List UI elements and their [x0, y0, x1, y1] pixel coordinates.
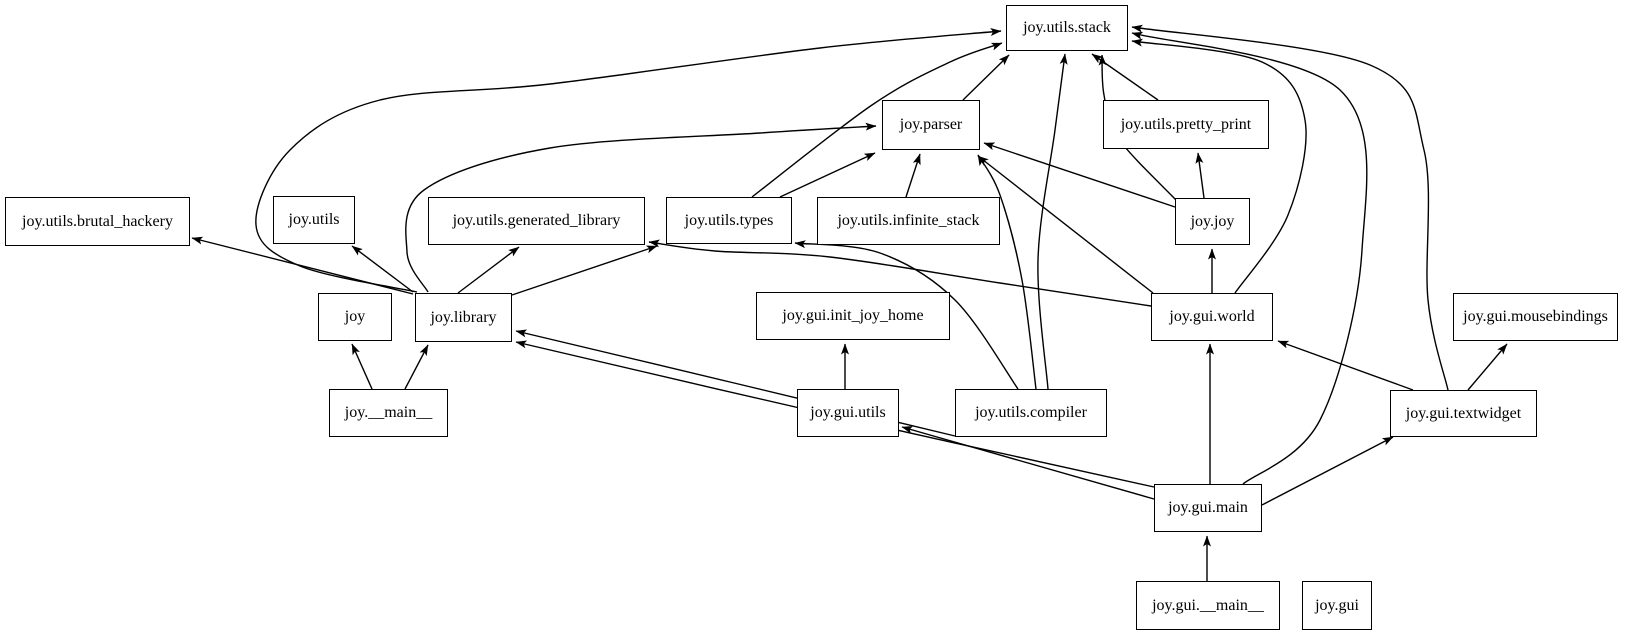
node-gui-main-main: joy.gui.__main__ — [1136, 581, 1280, 630]
node-joyjoy: joy.joy — [1175, 198, 1250, 245]
edge-library-to-parser — [405, 122, 877, 293]
edge-textwidget-to-stack — [1131, 24, 1449, 391]
node-stack: joy.utils.stack — [1006, 5, 1128, 51]
node-label: joy.gui — [1315, 596, 1359, 614]
node-parser: joy.parser — [882, 100, 980, 150]
edge-textwidget-to-world — [1277, 340, 1414, 391]
node-gui-utils: joy.gui.utils — [797, 389, 899, 437]
node-mousebindings: joy.gui.mousebindings — [1453, 293, 1618, 341]
node-joy: joy — [318, 293, 392, 341]
edge-compiler-to-parser — [977, 154, 1037, 390]
node-joy-main: joy.__main__ — [329, 389, 448, 437]
node-infinite-stack: joy.utils.infinite_stack — [817, 197, 1000, 245]
node-label: joy.gui.main — [1168, 499, 1248, 516]
node-utils: joy.utils — [273, 196, 355, 244]
node-types: joy.utils.types — [666, 197, 792, 244]
edge-joyjoy-to-parser — [983, 142, 1176, 208]
edge-library-to-stack — [255, 27, 1002, 293]
node-label: joy.gui.textwidget — [1405, 404, 1522, 422]
node-init-joy-home: joy.gui.init_joy_home — [756, 292, 950, 340]
node-label: joy.utils — [288, 211, 340, 228]
node-label: joy.utils.infinite_stack — [837, 212, 980, 229]
edge-compiler-to-library — [515, 329, 956, 437]
edge-library-to-generated_library — [457, 246, 520, 294]
edge-world-to-generated_library — [648, 239, 1152, 307]
node-library: joy.library — [415, 293, 512, 342]
node-textwidget: joy.gui.textwidget — [1390, 390, 1537, 437]
edge-pretty_print-to-stack — [1091, 53, 1159, 101]
node-label: joy.utils.stack — [1023, 19, 1111, 36]
node-label: joy.gui.init_joy_home — [782, 307, 924, 324]
edge-compiler-to-types — [794, 240, 1019, 390]
edge-types-to-stack — [751, 42, 1003, 198]
node-label: joy.gui.world — [1169, 308, 1255, 325]
node-label: joy.utils.types — [684, 211, 774, 229]
edge-world-to-parser — [977, 155, 1154, 294]
node-label: joy.utils.brutal_hackery — [22, 212, 173, 230]
node-label: joy.gui.mousebindings — [1463, 308, 1608, 325]
node-label: joy — [344, 308, 366, 325]
node-label: joy.gui.__main__ — [1152, 596, 1264, 614]
edge-gui_main-to-gui_utils — [901, 426, 1155, 500]
edge-compiler-to-stack — [1037, 53, 1068, 390]
node-label: joy.gui.utils — [810, 404, 886, 421]
edge-textwidget-to-mousebindings — [1467, 343, 1508, 391]
edge-world-to-stack — [1131, 38, 1307, 294]
edge-library-to-utils — [351, 245, 414, 293]
edge-gui_main-to-stack — [1131, 31, 1368, 485]
node-brutal-hackery: joy.utils.brutal_hackery — [5, 197, 190, 246]
edge-gui_main-to-textwidget — [1261, 436, 1394, 506]
node-generated-library: joy.utils.generated_library — [428, 197, 645, 245]
node-label: joy.utils.compiler — [975, 404, 1087, 421]
node-gui: joy.gui — [1302, 581, 1372, 630]
node-label: joy.library — [430, 308, 497, 326]
node-label: joy.joy — [1190, 212, 1235, 230]
node-world: joy.gui.world — [1151, 293, 1273, 341]
node-label: joy.parser — [899, 116, 963, 133]
node-label: joy.__main__ — [344, 404, 433, 421]
edge-joy_main-to-joy — [351, 343, 373, 390]
edge-types-to-parser — [779, 152, 876, 198]
node-compiler: joy.utils.compiler — [955, 389, 1107, 437]
node-gui-main: joy.gui.main — [1154, 484, 1262, 532]
node-label: joy.utils.pretty_print — [1120, 115, 1252, 133]
edge-parser-to-stack — [962, 54, 1010, 101]
edge-infinite_stack-to-parser — [905, 153, 921, 198]
edge-library-to-brutal_hackery — [191, 236, 414, 295]
node-label: joy.utils.generated_library — [452, 212, 621, 229]
edge-joyjoy-to-pretty_print — [1195, 152, 1205, 199]
edge-library-to-types — [511, 245, 658, 296]
edge-joy_main-to-library — [404, 344, 429, 390]
node-pretty-print: joy.utils.pretty_print — [1103, 100, 1269, 149]
